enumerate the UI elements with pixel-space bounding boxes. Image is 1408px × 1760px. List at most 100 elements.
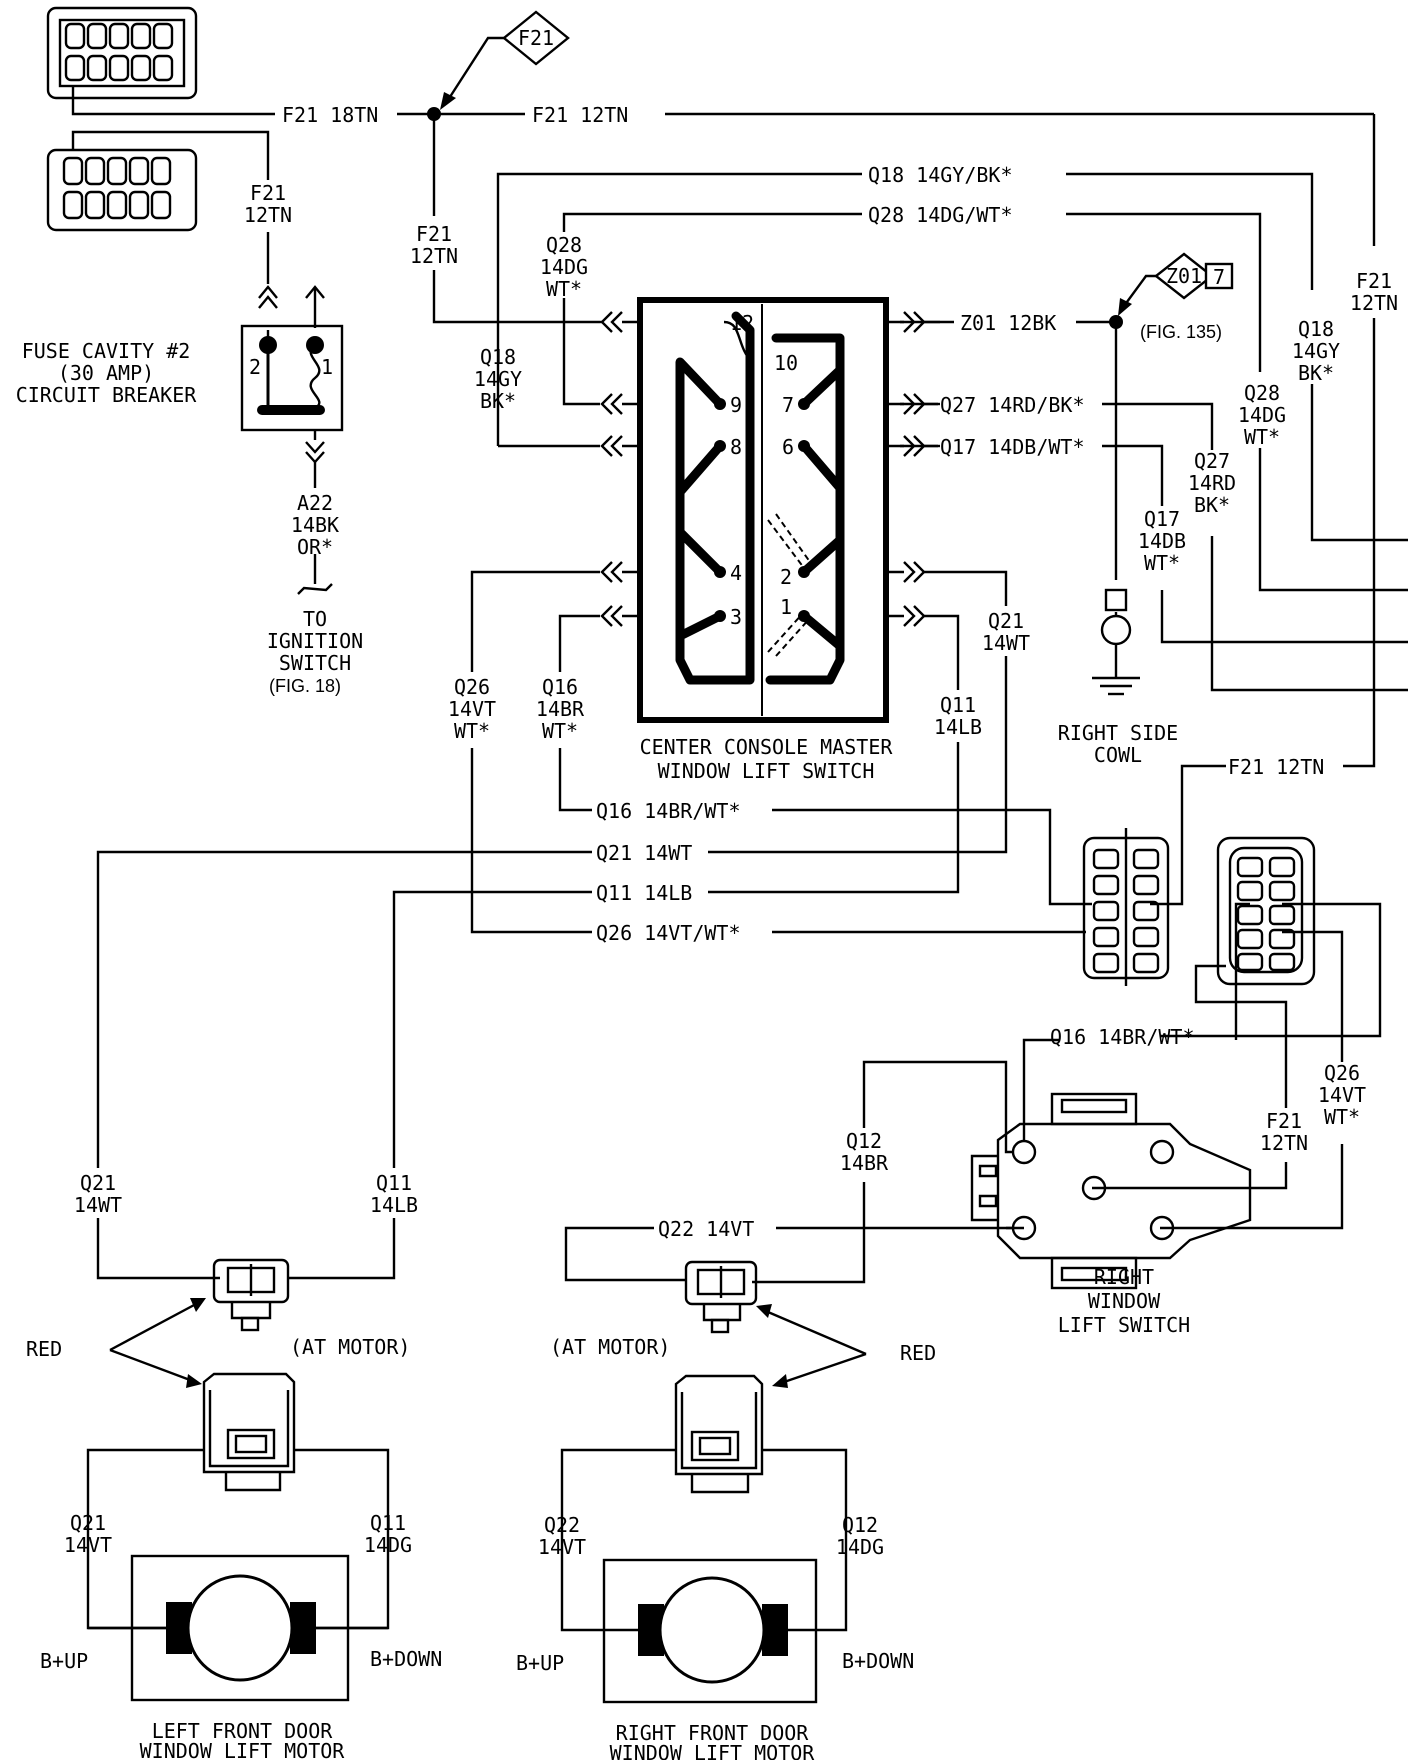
svg-text:7: 7 [1213, 265, 1225, 289]
svg-text:1: 1 [780, 595, 792, 619]
label-f21-12tn-top: F21 12TN [532, 103, 628, 127]
svg-text:3: 3 [730, 605, 742, 629]
label-z01-diamond: Z01 [1166, 264, 1202, 288]
label-breaker-pin-2: 2 [249, 355, 261, 379]
label-red-left: RED [26, 1337, 62, 1361]
right-motor-connector [674, 1374, 764, 1494]
label-fig18: (FIG. 18) [269, 676, 341, 696]
label-q18-top: Q18 14GY/BK* [868, 163, 1013, 187]
door-harness-connector-left [1082, 828, 1170, 986]
svg-text:9: 9 [730, 393, 742, 417]
label-q22-line: Q22 14VT [658, 1217, 754, 1241]
wire-q18 [496, 172, 1408, 542]
ground-symbol [1092, 588, 1140, 696]
fuse-block-connector-bottom [46, 148, 198, 232]
wire-q28 [562, 212, 1408, 592]
svg-text:8: 8 [730, 435, 742, 459]
label-q16-line2: Q16 14BR/WT* [1050, 1025, 1195, 1049]
wire-q26 [470, 570, 1086, 934]
svg-text:2: 2 [780, 565, 792, 589]
label-fuse-cavity: FUSE CAVITY #2(30 AMP)CIRCUIT BREAKER [16, 339, 198, 407]
label-q28-top: Q28 14DG/WT* [868, 203, 1013, 227]
left-motor [88, 1554, 388, 1702]
right-motor [602, 1558, 818, 1704]
red-pointer-right [756, 1304, 867, 1388]
door-harness-connector-right [1216, 836, 1316, 986]
label-bdown-right: B+DOWN [842, 1649, 914, 1673]
label-f21-12tn-mid: F21 12TN [1228, 755, 1324, 779]
label-f21-18tn: F21 18TN [282, 103, 378, 127]
label-z01-12bk: Z01 12BK [960, 311, 1056, 335]
wire-q11 [288, 614, 960, 1280]
fuse-block-connector-top [46, 6, 198, 100]
label-q16-line: Q16 14BR/WT* [596, 799, 741, 823]
label-f21-diamond: F21 [518, 26, 554, 50]
label-q11-line: Q11 14LB [596, 881, 692, 905]
wire-f21-to-breaker [71, 130, 270, 180]
svg-text:6: 6 [782, 435, 794, 459]
label-breaker-pin-1: 1 [321, 355, 333, 379]
wire-z01: 7 [900, 252, 1234, 580]
f21-diamond-connector [440, 10, 570, 110]
wire-q21 [96, 570, 1008, 1280]
label-q17-line: Q17 14DB/WT* [940, 435, 1085, 459]
svg-text:7: 7 [782, 393, 794, 417]
label-bup-left: B+UP [40, 1649, 88, 1673]
label-bdown-left: B+DOWN [370, 1647, 442, 1671]
switch-pin-numbers: 12 10 9 7 8 6 4 2 3 1 [730, 311, 798, 629]
label-q21-line: Q21 14WT [596, 841, 692, 865]
wire-q16-lower [1234, 902, 1250, 1040]
red-pointer-left [109, 1298, 206, 1388]
wire-f21-main [71, 86, 1376, 768]
wire-a22 [297, 430, 333, 595]
right-motor-harness-connector [684, 1260, 758, 1334]
left-motor-harness-connector [212, 1258, 290, 1332]
label-bup-right: B+UP [516, 1651, 564, 1675]
svg-text:4: 4 [730, 561, 742, 585]
left-motor-connector [202, 1372, 296, 1492]
label-red-right: RED [900, 1341, 936, 1365]
label-at-motor-right: (AT MOTOR) [550, 1335, 670, 1359]
svg-text:10: 10 [774, 351, 798, 375]
center-console-master-switch [637, 297, 889, 723]
label-q27-line: Q27 14RD/BK* [940, 393, 1085, 417]
right-window-lift-switch [970, 1092, 1252, 1290]
label-at-motor-left: (AT MOTOR) [290, 1335, 410, 1359]
circuit-breaker [240, 324, 344, 432]
wire-f21-mid [1150, 764, 1226, 906]
label-fig135: (FIG. 135) [1140, 322, 1222, 342]
svg-text:12: 12 [730, 311, 754, 335]
wire-q16 [558, 614, 1092, 906]
label-q26-line: Q26 14VT/WT* [596, 921, 741, 945]
